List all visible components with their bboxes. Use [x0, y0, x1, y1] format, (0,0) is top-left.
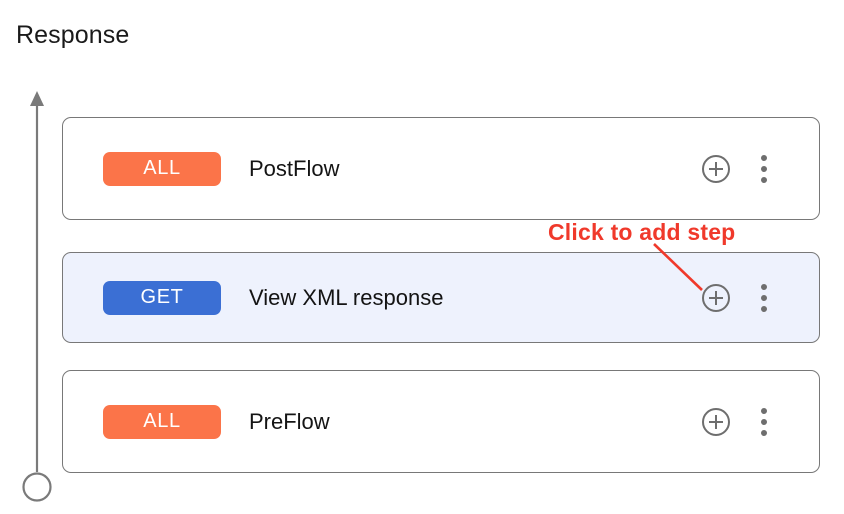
http-verb-badge: GET	[103, 280, 221, 315]
callout-label: Click to add step	[548, 219, 736, 245]
kebab-menu-icon[interactable]	[753, 154, 775, 184]
flow-row-selected[interactable]: GET View XML response	[62, 252, 820, 343]
execution-timeline	[8, 84, 56, 504]
row-actions	[701, 407, 775, 437]
kebab-dot	[761, 407, 767, 414]
http-verb-badge: ALL	[103, 404, 221, 439]
http-verb-badge: ALL	[103, 151, 221, 186]
kebab-dot	[761, 154, 767, 161]
flow-row-label: PreFlow	[249, 408, 330, 434]
page-title: Response	[16, 21, 130, 49]
row-actions	[701, 283, 775, 313]
flow-row[interactable]: ALL PostFlow	[62, 117, 820, 220]
flow-row[interactable]: ALL PreFlow	[62, 370, 820, 473]
kebab-dot	[761, 305, 767, 312]
kebab-dot	[761, 176, 767, 183]
kebab-menu-icon[interactable]	[753, 407, 775, 437]
plus-circle-icon[interactable]	[701, 154, 731, 184]
plus-circle-icon[interactable]	[701, 407, 731, 437]
circle-endpoint-icon	[22, 472, 52, 502]
timeline-svg	[22, 91, 52, 502]
flow-row-label: PostFlow	[249, 155, 340, 181]
flow-row-label: View XML response	[249, 284, 444, 310]
kebab-dot	[761, 283, 767, 290]
kebab-dot	[761, 294, 767, 301]
kebab-menu-icon[interactable]	[753, 283, 775, 313]
kebab-dot	[761, 429, 767, 436]
kebab-dot	[761, 418, 767, 425]
plus-circle-icon[interactable]	[701, 283, 731, 313]
up-arrow-icon	[30, 91, 44, 472]
row-actions	[701, 154, 775, 184]
kebab-dot	[761, 165, 767, 172]
